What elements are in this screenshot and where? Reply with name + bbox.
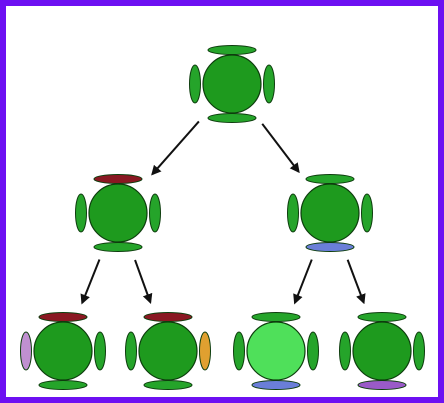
node-rl-side-left: [233, 331, 245, 371]
edge-l-to-ll: [80, 259, 101, 305]
node-rr-side-right: [413, 331, 425, 371]
node-l-side-top: [93, 174, 143, 184]
node-rl-side-right: [307, 331, 319, 371]
node-root-side-right: [263, 64, 275, 104]
node-rr-body: [352, 321, 412, 381]
node-r-side-left: [287, 193, 299, 233]
node-l-side-right: [149, 193, 161, 233]
tree-node-rl: [233, 312, 319, 390]
tree-node-rr: [339, 312, 425, 390]
tree-node-lr: [125, 312, 211, 390]
tree-node-ll: [20, 312, 106, 390]
node-root-side-top: [207, 45, 257, 55]
tree-node-l: [75, 174, 161, 252]
node-l-body: [88, 183, 148, 243]
tree-edges: [80, 120, 366, 305]
edge-root-to-r: [261, 123, 300, 174]
edge-r-to-rr: [346, 259, 366, 305]
node-root-side-bottom: [207, 113, 257, 123]
node-ll-side-bottom: [38, 380, 88, 390]
node-lr-side-top: [143, 312, 193, 322]
tree-node-r: [287, 174, 373, 252]
node-rr-side-left: [339, 331, 351, 371]
node-rl-side-top: [251, 312, 301, 322]
node-r-side-top: [305, 174, 355, 184]
node-lr-side-left: [125, 331, 137, 371]
node-root-body: [202, 54, 262, 114]
node-rr-side-bottom: [357, 380, 407, 390]
node-rr-side-top: [357, 312, 407, 322]
edge-l-to-lr: [134, 259, 153, 304]
node-ll-body: [33, 321, 93, 381]
edge-r-to-rl: [293, 259, 313, 305]
node-lr-body: [138, 321, 198, 381]
node-root-side-left: [189, 64, 201, 104]
node-lr-side-bottom: [143, 380, 193, 390]
node-r-body: [300, 183, 360, 243]
edge-root-to-l: [151, 120, 200, 176]
node-ll-side-right: [94, 331, 106, 371]
tree-node-root: [189, 45, 275, 123]
node-rl-body: [246, 321, 306, 381]
tree-nodes: [20, 45, 425, 390]
node-r-side-bottom: [305, 242, 355, 252]
node-ll-side-top: [38, 312, 88, 322]
node-ll-side-left: [20, 331, 32, 371]
node-lr-side-right: [199, 331, 211, 371]
node-r-side-right: [361, 193, 373, 233]
node-rl-side-bottom: [251, 380, 301, 390]
node-l-side-bottom: [93, 242, 143, 252]
node-l-side-left: [75, 193, 87, 233]
